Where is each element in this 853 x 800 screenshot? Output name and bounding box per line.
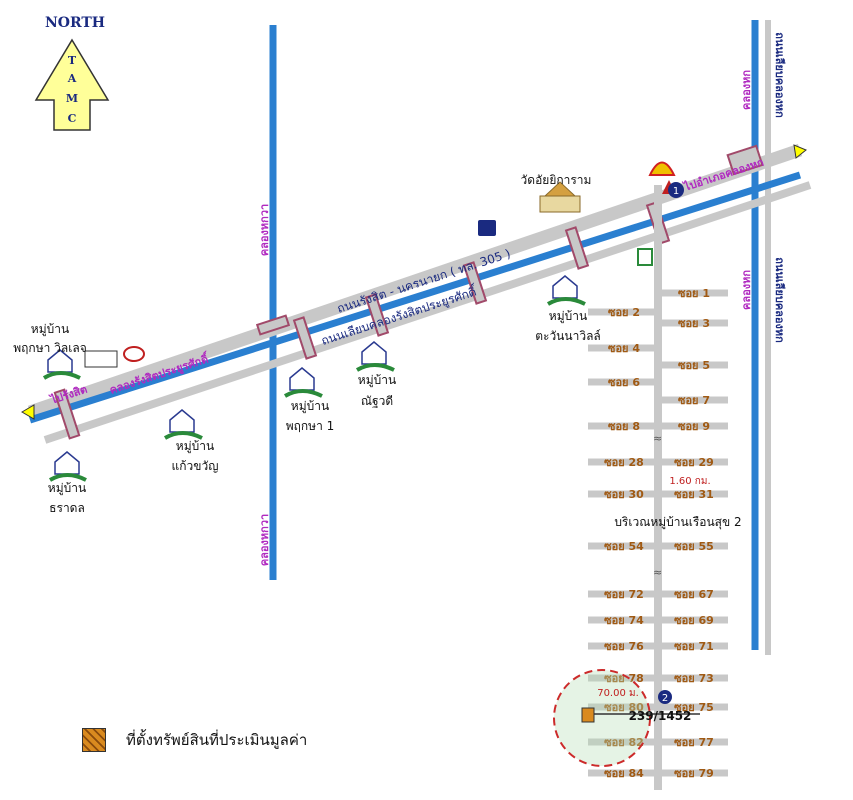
soi-label-right: ซอย 3 — [678, 317, 710, 330]
soi-label-left: ซอย 82 — [604, 736, 644, 749]
soi-label-right: ซอย 67 — [674, 588, 714, 601]
north-arrow: NORTH T A M C — [34, 15, 110, 131]
village-icon — [42, 349, 81, 380]
soi-label-right: ซอย 29 — [674, 456, 714, 469]
area-label: บริเวณหมู่บ้านเรือนสุข 2 — [614, 515, 741, 530]
temple-icon — [539, 181, 581, 213]
village-3-label-1: หมู่บ้าน — [176, 439, 214, 454]
soi-label-right: ซอย 77 — [674, 736, 714, 749]
east-road-label-bottom: ถนนเลียบคลองหก — [773, 257, 786, 343]
east-canal-label-top: คลองหก — [740, 70, 753, 110]
village-1-label-2: พฤกษา วิลเลจ — [13, 341, 86, 355]
soi-label-right: ซอย 71 — [674, 640, 714, 653]
car-dealer-sign-icon — [84, 350, 118, 368]
soi-label-right: ซอย 73 — [674, 672, 714, 685]
village-icon — [546, 275, 586, 306]
village-5-label-1: หมู่บ้าน — [358, 373, 396, 388]
north-letter-m: M — [66, 92, 78, 105]
toyota-icon — [123, 346, 145, 362]
soi-right-group: ซอย 1 ซอย 3 ซอย 5 ซอย 7 ซอย 9 ซอย 29 ซอย 31 ซอย… — [658, 287, 728, 780]
break-mark-1: ≈ — [653, 432, 662, 445]
north-letter-a: A — [67, 72, 77, 85]
marker-1-icon: 1 — [662, 180, 684, 198]
soi-label-left: ซอย 4 — [608, 342, 640, 355]
soi-label-right: ซอย 79 — [674, 767, 714, 780]
soi-label-right: ซอย 69 — [674, 614, 714, 627]
north-letter-c: C — [68, 112, 77, 125]
soi-label-right: ซอย 7 — [678, 394, 710, 407]
bank-icon — [478, 220, 496, 236]
subject-site-marker — [581, 707, 595, 723]
distance-2-label: 70.00 ม. — [597, 688, 639, 699]
soi-label-left: ซอย 28 — [604, 456, 644, 469]
village-3-label-2: แก้วขวัญ — [172, 459, 219, 473]
village-4-label-2: พฤกษา 1 — [286, 419, 335, 433]
soi-label-left: ซอย 74 — [604, 614, 644, 627]
distance-1-label: 1.60 กม. — [669, 476, 710, 487]
village-6-label-2: ตะวันนาวิลล์ — [535, 329, 601, 343]
soi-label-right: ซอย 1 — [678, 287, 710, 300]
soi-label-left: ซอย 54 — [604, 540, 644, 553]
soi-label-left: ซอย 2 — [608, 306, 640, 319]
village-5-label-2: ณัฐวดี — [361, 394, 393, 408]
shell-station-icon — [648, 161, 676, 176]
marker-2-icon: 2 — [658, 690, 672, 704]
north-label: NORTH — [45, 15, 105, 31]
soi-label-left: ซอย 30 — [604, 488, 644, 501]
village-1-label-1: หมู่บ้าน — [31, 322, 69, 337]
soi-label-left: ซอย 6 — [608, 376, 640, 389]
arrow-west-icon — [21, 404, 35, 420]
subject-address-label: 239/1452 — [629, 709, 692, 723]
arrow-east-icon — [793, 144, 807, 159]
soi-label-right: ซอย 55 — [674, 540, 714, 553]
village-icon — [355, 341, 395, 372]
break-mark-2: ≈ — [653, 566, 662, 579]
east-canal-label-bottom: คลองหก — [740, 270, 753, 310]
canal-rangsit — [28, 171, 802, 424]
soi-label-left: ซอย 72 — [604, 588, 644, 601]
village-icon — [48, 451, 87, 482]
canal-west-label-bottom: คลองหกวา — [258, 514, 271, 566]
legend-swatch — [82, 728, 106, 752]
seven-eleven-icon — [637, 248, 653, 266]
village-6-label-1: หมู่บ้าน — [549, 309, 587, 324]
soi-label-left: ซอย 8 — [608, 420, 640, 433]
soi-label-right: ซอย 5 — [678, 359, 710, 372]
soi-label-left: ซอย 84 — [604, 767, 644, 780]
village-2-label-2: ธราดล — [49, 501, 85, 515]
east-road-label-top: ถนนเลียบคลองหก — [773, 32, 786, 118]
bridges — [53, 144, 764, 440]
marker-2-label: 2 — [662, 693, 668, 704]
soi-left-group: ซอย 2 ซอย 4 ซอย 6 ซอย 8 ซอย 28 ซอย 30 ซอย 54 ซอ… — [588, 306, 658, 780]
legend-label: ที่ตั้งทรัพย์สินที่ประเมินมูลค่า — [126, 731, 308, 749]
soi-label-right: ซอย 31 — [674, 488, 714, 501]
north-letter-t: T — [68, 54, 77, 67]
subject-area-circle — [553, 669, 651, 767]
temple-label: วัดอัยยิการาม — [521, 173, 592, 187]
soi-label-right: ซอย 9 — [678, 420, 710, 433]
village-2-label-1: หมู่บ้าน — [48, 481, 86, 496]
north-arrow-icon — [34, 38, 110, 131]
soi-label-right: ซอย 75 — [674, 701, 714, 714]
frontage-road — [43, 181, 812, 444]
soi-label-left: ซอย 76 — [604, 640, 644, 653]
canal-west-label-top: คลองหกวา — [258, 204, 271, 256]
legend: ที่ตั้งทรัพย์สินที่ประเมินมูลค่า — [82, 728, 307, 752]
village-icon — [283, 367, 323, 398]
marker-1-label: 1 — [673, 186, 679, 197]
village-4-label-1: หมู่บ้าน — [291, 399, 329, 414]
soi-label-left: ซอย 80 — [604, 701, 644, 714]
village-icon — [163, 409, 203, 440]
